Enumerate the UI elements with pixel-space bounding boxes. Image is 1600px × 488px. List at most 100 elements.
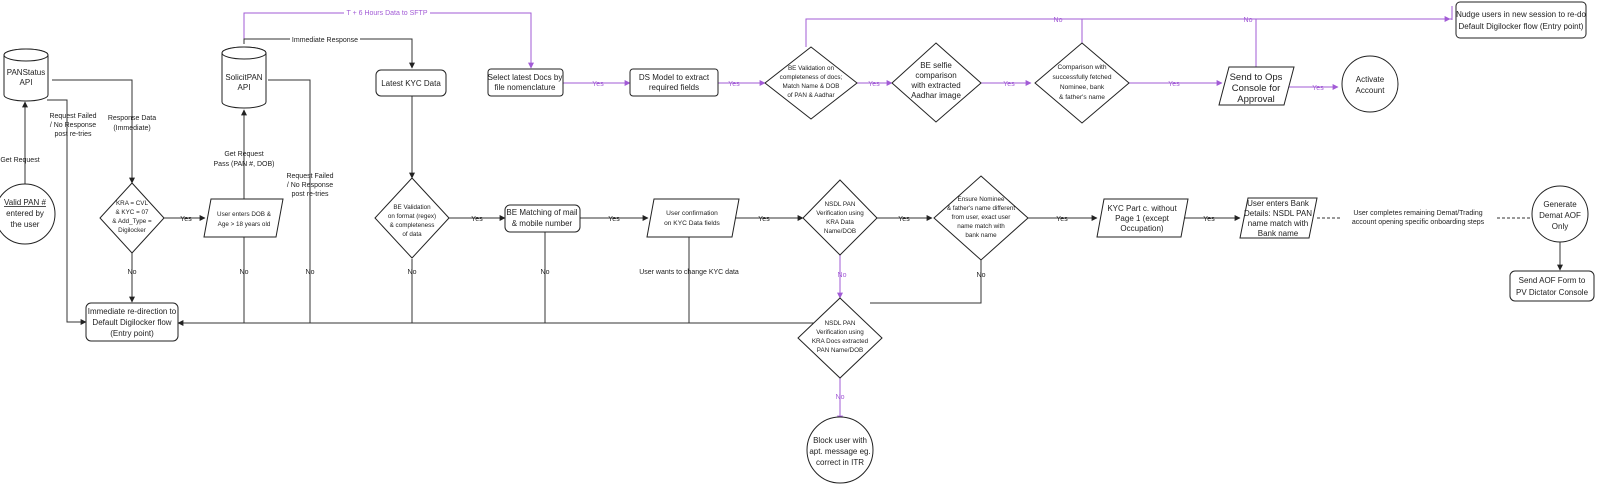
- svg-text:Generate: Generate: [1543, 200, 1577, 209]
- label-yes-match: Yes: [608, 216, 620, 223]
- node-send-aof: Send AOF Form to PV Dictator Console: [1509, 270, 1595, 302]
- svg-text:Verification using: Verification using: [816, 329, 864, 336]
- svg-text:Verification using: Verification using: [816, 210, 864, 217]
- node-activate: Activate Account: [1341, 55, 1399, 113]
- node-nsdl-docs: NSDL PAN Verification using KRA Docs ext…: [797, 297, 883, 379]
- label-yes-kra: Yes: [180, 216, 192, 223]
- svg-text:Latest KYC Data: Latest KYC Data: [381, 79, 441, 88]
- svg-text:name match with: name match with: [957, 223, 1005, 230]
- svg-text:with extracted: with extracted: [910, 81, 960, 90]
- svg-text:& father's name different: & father's name different: [947, 205, 1016, 212]
- node-send-ops: Send to Ops Console for Approval: [1218, 66, 1295, 106]
- svg-text:Console for: Console for: [1232, 83, 1281, 94]
- svg-text:PV Dictator Console: PV Dictator Console: [1516, 288, 1589, 297]
- node-kyc-part-c: KYC Part c. without Page 1 (except Occup…: [1096, 198, 1189, 238]
- node-nudge: Nudge users in new session to re-do Defa…: [1455, 1, 1587, 39]
- edge-no-to-nudge-4: [1256, 6, 1453, 20]
- svg-text:on KYC Data fields: on KYC Data fields: [664, 220, 720, 227]
- label-immediate-response: Immediate Response: [292, 37, 358, 44]
- label-req-failed-2a: Request Failed: [286, 173, 333, 180]
- node-generate-aof: Generate Demat AOF Only: [1531, 185, 1589, 243]
- node-user-bank: User enters Bank Details: NSDL PAN name …: [1239, 197, 1318, 239]
- label-no-top-1: No: [1054, 17, 1063, 24]
- label-req-failed-2c: post re-tries: [292, 191, 329, 198]
- edge-t6-hours: [243, 12, 534, 69]
- svg-text:Send AOF Form to: Send AOF Form to: [1519, 276, 1586, 285]
- svg-text:Digilocker: Digilocker: [118, 227, 146, 234]
- svg-text:User confirmation: User confirmation: [666, 210, 718, 217]
- connectors: [22, 6, 1563, 422]
- svg-text:comparison: comparison: [915, 71, 956, 80]
- node-be-match-mail: BE Matching of mail & mobile number: [504, 204, 581, 233]
- svg-text:API: API: [20, 78, 33, 87]
- svg-text:Nominee, bank: Nominee, bank: [1060, 84, 1105, 91]
- edge-req-failed-1: [47, 99, 87, 325]
- svg-text:of data: of data: [402, 231, 422, 238]
- label-no-dob: No: [240, 269, 249, 276]
- svg-text:SolicitPAN: SolicitPAN: [225, 73, 262, 82]
- svg-text:Default Digilocker flow: Default Digilocker flow: [92, 318, 171, 327]
- svg-text:BE selfie: BE selfie: [920, 61, 952, 70]
- label-yes-bevalid-docs: Yes: [868, 81, 880, 88]
- label-get-request: Get Request: [0, 157, 39, 164]
- svg-text:on format (regex): on format (regex): [388, 213, 436, 220]
- edge-no-to-nudge-1: [805, 18, 1453, 47]
- label-no-ensure: No: [977, 272, 986, 279]
- svg-text:User enters DOB &: User enters DOB &: [217, 211, 272, 218]
- svg-text:Aadhar image: Aadhar image: [911, 91, 961, 100]
- svg-text:Send to Ops: Send to Ops: [1230, 72, 1283, 83]
- label-req-failed-1c: post re-tries: [55, 131, 92, 138]
- svg-text:of PAN & Aadhar: of PAN & Aadhar: [787, 92, 834, 99]
- node-be-validation-docs: BE Validation on completeness of docs; M…: [764, 46, 858, 120]
- node-latest-kyc: Latest KYC Data: [375, 69, 447, 97]
- svg-text:Occupation): Occupation): [1120, 224, 1163, 233]
- svg-text:User enters Bank: User enters Bank: [1247, 199, 1310, 208]
- svg-text:Comparison with: Comparison with: [1057, 64, 1106, 71]
- node-ensure-nominee: Ensure Nominee & father's name different…: [933, 175, 1029, 261]
- svg-text:Account: Account: [1356, 86, 1386, 95]
- svg-text:PAN Name/DOB: PAN Name/DOB: [817, 347, 863, 354]
- node-be-validation-format: BE Validation on format (regex) & comple…: [374, 177, 450, 259]
- label-yes-ensure: Yes: [1056, 216, 1068, 223]
- node-solicitpan-api: SolicitPAN API: [221, 46, 267, 109]
- node-ds-model: DS Model to extract required fields: [629, 68, 719, 97]
- svg-text:KRA Data: KRA Data: [826, 219, 854, 226]
- svg-text:Page 1 (except: Page 1 (except: [1115, 214, 1170, 223]
- label-no-solicit: No: [306, 269, 315, 276]
- label-no-nsdl: No: [838, 272, 847, 279]
- label-yes-partc: Yes: [1203, 216, 1215, 223]
- label-yes-select: Yes: [592, 81, 604, 88]
- svg-text:Immediate re-direction to: Immediate re-direction to: [88, 307, 177, 316]
- node-block-user: Block user with apt. message eg. correct…: [806, 416, 874, 484]
- svg-text:Nudge users in new session to: Nudge users in new session to re-do: [1456, 10, 1586, 19]
- svg-text:the user: the user: [11, 220, 40, 229]
- svg-text:Select latest Docs by: Select latest Docs by: [488, 73, 563, 82]
- svg-text:& mobile number: & mobile number: [512, 219, 573, 228]
- label-req-failed-1b: / No Response: [50, 122, 96, 129]
- label-no-match: No: [541, 269, 550, 276]
- edge-ensure-no: [870, 260, 982, 304]
- svg-text:BE Validation: BE Validation: [393, 204, 431, 211]
- svg-text:& completeness: & completeness: [390, 222, 435, 229]
- svg-text:Block user with: Block user with: [813, 436, 867, 445]
- svg-text:Match Name & DOB: Match Name & DOB: [782, 83, 839, 90]
- label-yes-bevalid: Yes: [471, 216, 483, 223]
- node-panstatus-api: PANStatus API: [3, 48, 49, 102]
- svg-text:& KYC = 07: & KYC = 07: [115, 209, 149, 216]
- svg-text:correct in ITR: correct in ITR: [816, 458, 864, 467]
- edge-response-data: [52, 79, 135, 184]
- svg-text:BE Validation on: BE Validation on: [788, 65, 835, 72]
- svg-text:Bank name: Bank name: [1258, 229, 1299, 238]
- svg-text:Name/DOB: Name/DOB: [824, 228, 856, 235]
- edge-labels: T + 6 Hours Data to SFTP Immediate Respo…: [0, 8, 1496, 401]
- node-user-confirm: User confirmation on KYC Data fields: [646, 198, 740, 238]
- svg-text:NSDL PAN: NSDL PAN: [825, 201, 856, 208]
- node-user-dob: User enters DOB & Age > 18 years old: [203, 198, 284, 238]
- label-response-data-2: (Immediate): [113, 125, 150, 132]
- label-yes-confirm: Yes: [758, 216, 770, 223]
- label-yes-ds: Yes: [728, 81, 740, 88]
- svg-text:Ensure Nominee: Ensure Nominee: [958, 196, 1005, 203]
- label-t6-hours: T + 6 Hours Data to SFTP: [347, 10, 428, 17]
